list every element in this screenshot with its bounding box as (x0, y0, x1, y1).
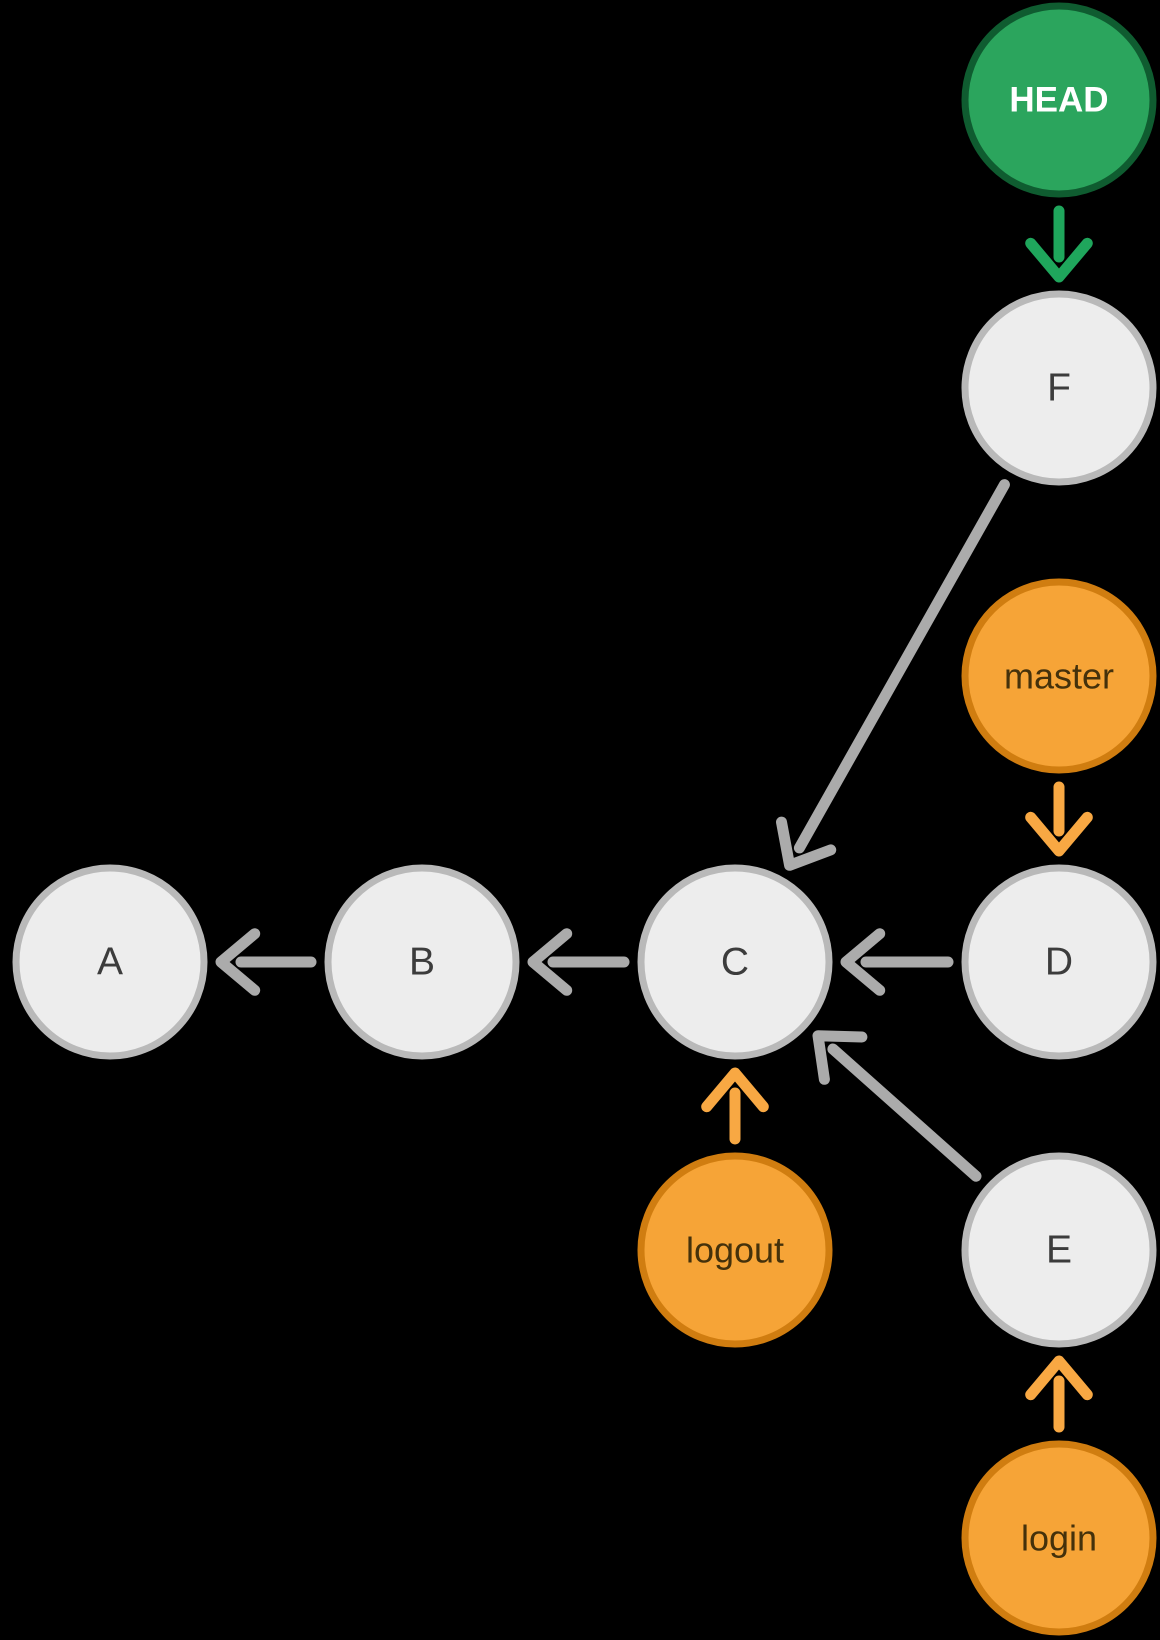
edge-C-to-B (527, 928, 630, 996)
node-HEAD: HEAD (961, 2, 1157, 198)
edge-arrowhead (701, 1067, 769, 1113)
node-circle (961, 578, 1157, 774)
node-circle (324, 864, 520, 1060)
edge-HEAD-to-F (1025, 205, 1093, 283)
edge-arrowhead (1025, 811, 1093, 857)
node-label: E (1046, 1229, 1072, 1272)
node-D: D (961, 864, 1157, 1060)
node-label: B (409, 941, 435, 984)
node-login: login (961, 1440, 1157, 1636)
edge-arrowhead (527, 928, 573, 996)
edge-master-to-D (1025, 781, 1093, 857)
edge-line (793, 479, 1010, 854)
node-circle (12, 864, 208, 1060)
edge-arrowhead (776, 816, 837, 871)
node-label: F (1047, 367, 1071, 410)
node-label: HEAD (1009, 81, 1108, 120)
edge-login-to-E (1025, 1355, 1093, 1433)
edge-F-to-C (776, 479, 1010, 871)
node-master: master (961, 578, 1157, 774)
edges-layer (215, 205, 1093, 1433)
node-circle (961, 1440, 1157, 1636)
node-label: master (1004, 656, 1114, 697)
node-label: A (97, 941, 123, 984)
edge-arrowhead (1025, 237, 1093, 283)
node-circle (637, 864, 833, 1060)
node-E: E (961, 1152, 1157, 1348)
edge-logout-to-C (701, 1067, 769, 1145)
node-B: B (324, 864, 520, 1060)
node-label: logout (686, 1230, 784, 1271)
node-circle (961, 864, 1157, 1060)
node-circle (637, 1152, 833, 1348)
node-logout: logout (637, 1152, 833, 1348)
edge-E-to-C (812, 1030, 982, 1182)
edge-line (827, 1043, 982, 1182)
node-circle (961, 1152, 1157, 1348)
edge-B-to-A (215, 928, 317, 996)
node-C: C (637, 864, 833, 1060)
node-F: F (961, 290, 1157, 486)
node-A: A (12, 864, 208, 1060)
edge-arrowhead (812, 1030, 868, 1085)
edge-arrowhead (840, 928, 886, 996)
edge-arrowhead (215, 928, 261, 996)
node-label: C (721, 941, 749, 984)
node-label: login (1021, 1518, 1097, 1559)
node-circle (961, 290, 1157, 486)
node-circle (961, 2, 1157, 198)
node-label: D (1045, 941, 1073, 984)
edge-D-to-C (840, 928, 954, 996)
edge-arrowhead (1025, 1355, 1093, 1401)
